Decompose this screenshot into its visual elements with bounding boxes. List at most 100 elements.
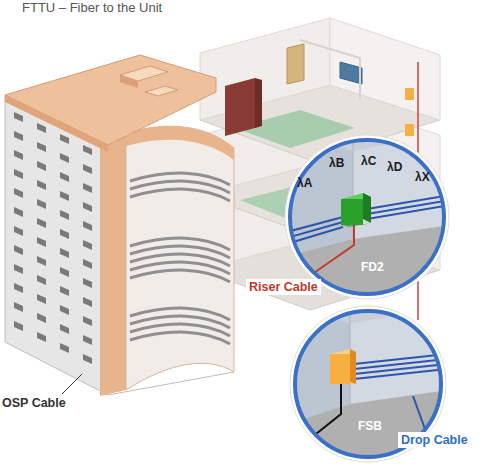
illustration-part	[62, 374, 82, 394]
illustration-part	[354, 359, 448, 369]
location-label: FSB	[358, 420, 382, 434]
illustration-part	[60, 153, 69, 163]
illustration-part	[354, 364, 448, 374]
illustration-part	[341, 223, 371, 227]
illustration-part	[14, 245, 23, 255]
illustration-part	[83, 202, 92, 212]
illustration-part	[83, 259, 92, 269]
cable-label: Riser Cable	[246, 279, 321, 295]
wavelength-label: λA	[297, 177, 312, 191]
tower	[5, 55, 234, 396]
illustration-part	[83, 335, 92, 345]
illustration-part	[130, 308, 230, 320]
illustration-part	[413, 396, 425, 429]
illustration-part	[37, 123, 46, 133]
illustration-part	[126, 126, 234, 160]
illustration-part	[37, 199, 46, 209]
illustration-part	[367, 205, 451, 219]
illustration-part	[83, 145, 92, 155]
illustration-part	[311, 225, 354, 275]
illustration-part	[83, 316, 92, 326]
illustration-part	[60, 210, 69, 220]
illustration-part	[130, 238, 230, 250]
illustration-part	[60, 248, 69, 258]
illustration-part	[5, 95, 108, 152]
illustration-part	[330, 354, 350, 384]
illustration-part	[14, 150, 23, 160]
illustration-part	[60, 267, 69, 277]
illustration-part	[341, 199, 363, 225]
illustration-part	[130, 173, 230, 185]
title: FTTU – Fiber to the Unit	[22, 1, 162, 16]
illustration-part	[37, 142, 46, 152]
illustration-part	[14, 112, 23, 122]
illustration-part	[83, 278, 92, 288]
illustration-part	[200, 18, 330, 120]
illustration-part	[405, 88, 414, 100]
illustration-part	[83, 297, 92, 307]
illustration-part	[130, 332, 230, 344]
illustration-part	[37, 161, 46, 171]
illustration-part	[83, 183, 92, 193]
illustration-part	[130, 316, 230, 328]
illustration-part	[14, 207, 23, 217]
illustration-part	[130, 189, 230, 201]
illustration-part	[200, 18, 440, 160]
illustration-part	[37, 237, 46, 247]
illustration-part	[359, 58, 361, 100]
illustration-part	[255, 78, 262, 128]
illustration-part	[37, 218, 46, 228]
illustration-part	[130, 324, 230, 336]
illustration-part	[14, 112, 92, 364]
illustration-part	[287, 44, 304, 84]
wavelength-label: λB	[329, 157, 344, 171]
location-label: FD2	[361, 261, 384, 275]
illustration-part	[306, 384, 341, 442]
illustration-part	[283, 133, 451, 301]
illustration-part	[14, 131, 23, 141]
wavelength-label: λX	[415, 171, 430, 185]
illustration-part	[330, 18, 440, 120]
illustration-part	[14, 283, 23, 293]
illustration-part	[126, 126, 234, 390]
illustration-part	[60, 324, 69, 334]
illustration-part	[130, 270, 230, 282]
illustration-part	[37, 313, 46, 323]
illustration-part	[288, 390, 448, 464]
illustration-part	[120, 75, 138, 88]
illustration-part	[60, 343, 69, 353]
wavelength-label: λD	[387, 161, 402, 175]
cable-label: Drop Cable	[398, 432, 471, 448]
illustration-part	[340, 62, 362, 84]
illustration-part	[225, 78, 255, 136]
wavelength-label: λC	[361, 155, 376, 169]
illustration-part	[83, 164, 92, 174]
illustration-part	[14, 302, 23, 312]
illustration-part	[14, 321, 23, 331]
illustration-part	[100, 133, 126, 396]
illustration-part	[37, 256, 46, 266]
illustration-part	[60, 172, 69, 182]
illustration-part	[145, 86, 178, 96]
illustration-part	[14, 188, 23, 198]
illustration-part	[83, 354, 92, 364]
illustration-part	[290, 140, 444, 294]
illustration-part	[405, 124, 414, 136]
illustration-part	[14, 226, 23, 236]
illustration-part	[283, 133, 451, 301]
illustration-part	[108, 372, 234, 395]
illustration-part	[60, 134, 69, 144]
illustration-part	[5, 55, 216, 145]
illustration-part	[37, 180, 46, 190]
illustration-part	[130, 181, 230, 193]
illustration-part	[130, 173, 230, 344]
illustration-part	[14, 264, 23, 274]
illustration-part	[37, 275, 46, 285]
illustration-part	[300, 40, 360, 58]
illustration-part	[60, 191, 69, 201]
illustration-part	[354, 369, 448, 379]
illustration-part	[130, 254, 230, 266]
illustration-part	[83, 221, 92, 231]
illustration-part	[130, 262, 230, 274]
